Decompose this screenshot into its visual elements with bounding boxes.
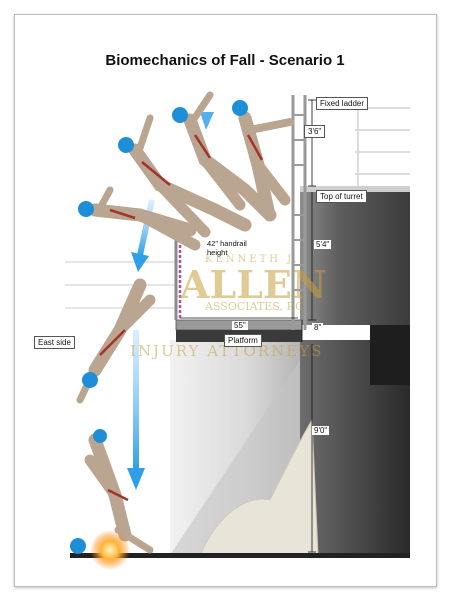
worker-pose-4 xyxy=(78,186,201,251)
dimension-platform-thickness: 8" xyxy=(312,323,324,332)
label-top-of-turret: Top of turret xyxy=(316,190,367,203)
turret-top-edge xyxy=(300,186,410,192)
right-dark-block xyxy=(370,325,410,385)
diagram-title: Biomechanics of Fall - Scenario 1 xyxy=(105,52,345,69)
worker-pose-3 xyxy=(118,114,252,238)
watermark-line4: INJURY ATTORNEYS xyxy=(130,342,324,360)
ground xyxy=(70,553,410,558)
worker-pose-1 xyxy=(232,100,294,217)
fall-arrows xyxy=(127,112,214,490)
arrow-lower-stem xyxy=(133,330,139,470)
watermark-line1: KENNETH J. xyxy=(205,254,300,265)
watermark-line3: ASSOCIATES, P.C. xyxy=(205,300,307,313)
label-fixed-ladder: Fixed ladder xyxy=(316,97,369,110)
worker-pose-5 xyxy=(76,278,156,404)
impact-burst xyxy=(90,530,130,570)
watermark-line2: ALLEN xyxy=(180,262,327,307)
dimension-platform-to-ground: 9'0" xyxy=(312,426,330,435)
dimension-platform-width: 55" xyxy=(232,321,248,330)
turret-upper xyxy=(300,190,410,325)
arrow-upper-stem xyxy=(137,199,155,256)
worker-pose-6 xyxy=(70,429,154,554)
arrow-upper-head xyxy=(131,252,149,272)
rubble xyxy=(199,418,319,556)
dimension-turret-to-platform: 5'4" xyxy=(314,240,332,249)
worker-figures xyxy=(70,91,294,554)
background-rails xyxy=(65,261,175,309)
label-east-side: East side xyxy=(34,336,75,349)
worker-pose-2 xyxy=(172,91,277,222)
lower-wall-shadow xyxy=(300,340,410,555)
label-handrail-line2: height xyxy=(207,248,228,257)
label-platform: Platform xyxy=(224,334,262,347)
label-handrail-line1: 42" handrail xyxy=(207,239,247,248)
arrow-lower-head xyxy=(127,468,145,490)
turret-top-rails xyxy=(355,100,410,186)
dimension-lines xyxy=(180,99,316,553)
dimension-ladder: 3'6" xyxy=(304,125,326,138)
arrow-top xyxy=(200,112,214,130)
